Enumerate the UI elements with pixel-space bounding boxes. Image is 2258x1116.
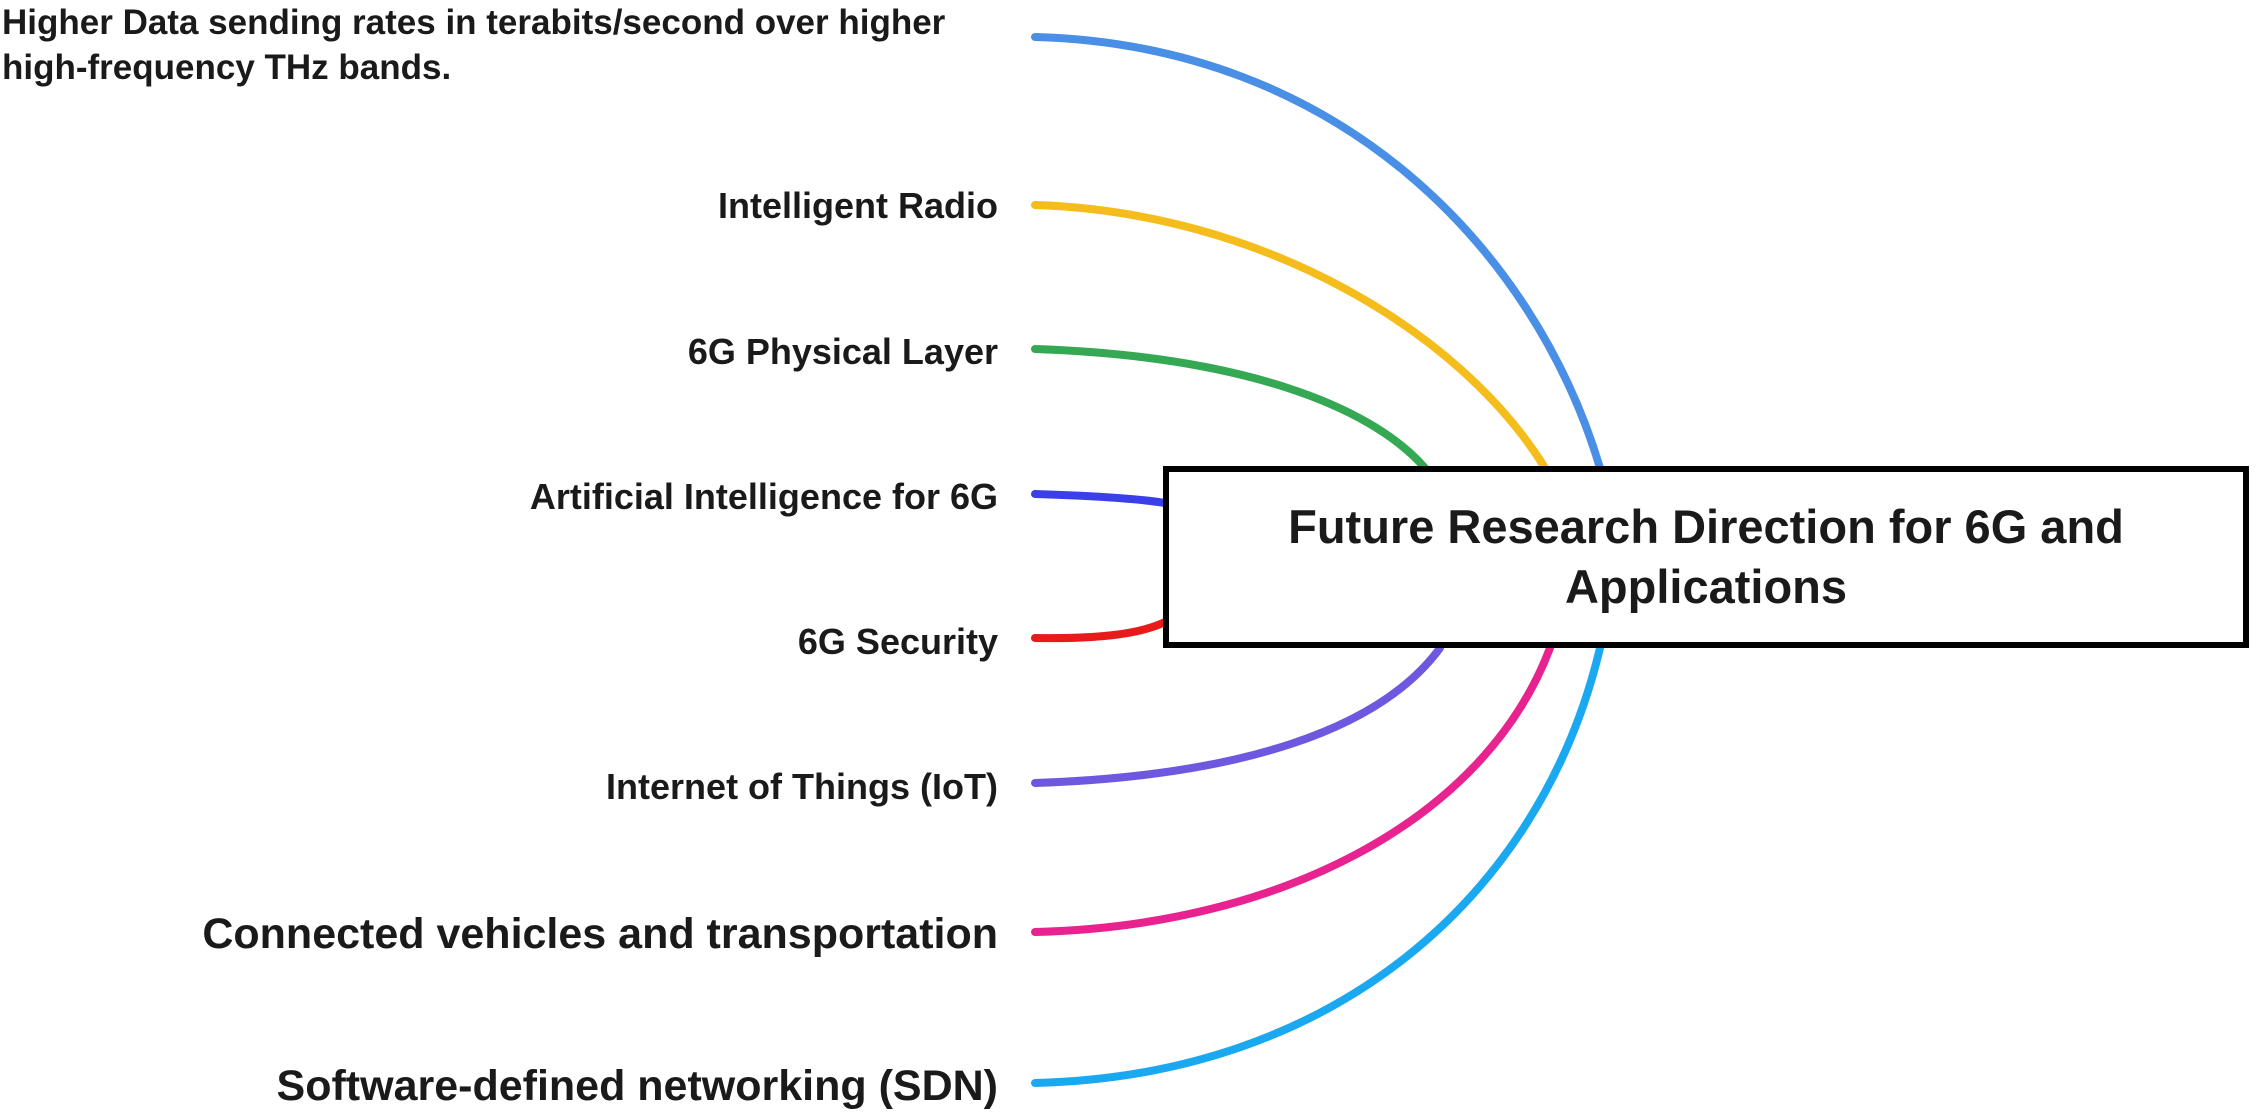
branch-label-physical-layer: 6G Physical Layer (687, 331, 998, 372)
connector-higher-data (1031, 33, 1604, 472)
connector-iot (1031, 644, 1444, 787)
branch-label-artificial-intelligence: Artificial Intelligence for 6G (529, 476, 998, 517)
connector-connected-vehicles (1031, 644, 1554, 936)
connector-intelligent-radio (1031, 201, 1549, 472)
connector-security (1031, 618, 1169, 643)
central-topic-box: Future Research Direction for 6G and App… (1163, 466, 2249, 648)
connector-sdn (1031, 644, 1604, 1087)
branch-label-higher-data: Higher Data sending rates in terabits/se… (2, 3, 946, 87)
connector-artificial-intelligence (1031, 490, 1169, 507)
branch-label-intelligent-radio: Intelligent Radio (717, 185, 998, 226)
central-topic-title: Future Research Direction for 6G and App… (1288, 500, 2124, 613)
branch-label-connected-vehicles: Connected vehicles and transportation (202, 910, 998, 958)
branch-label-iot: Internet of Things (IoT) (606, 766, 998, 807)
connector-physical-layer (1031, 345, 1429, 472)
branch-label-security: 6G Security (797, 621, 998, 662)
branch-label-sdn: Software-defined networking (SDN) (276, 1062, 998, 1110)
